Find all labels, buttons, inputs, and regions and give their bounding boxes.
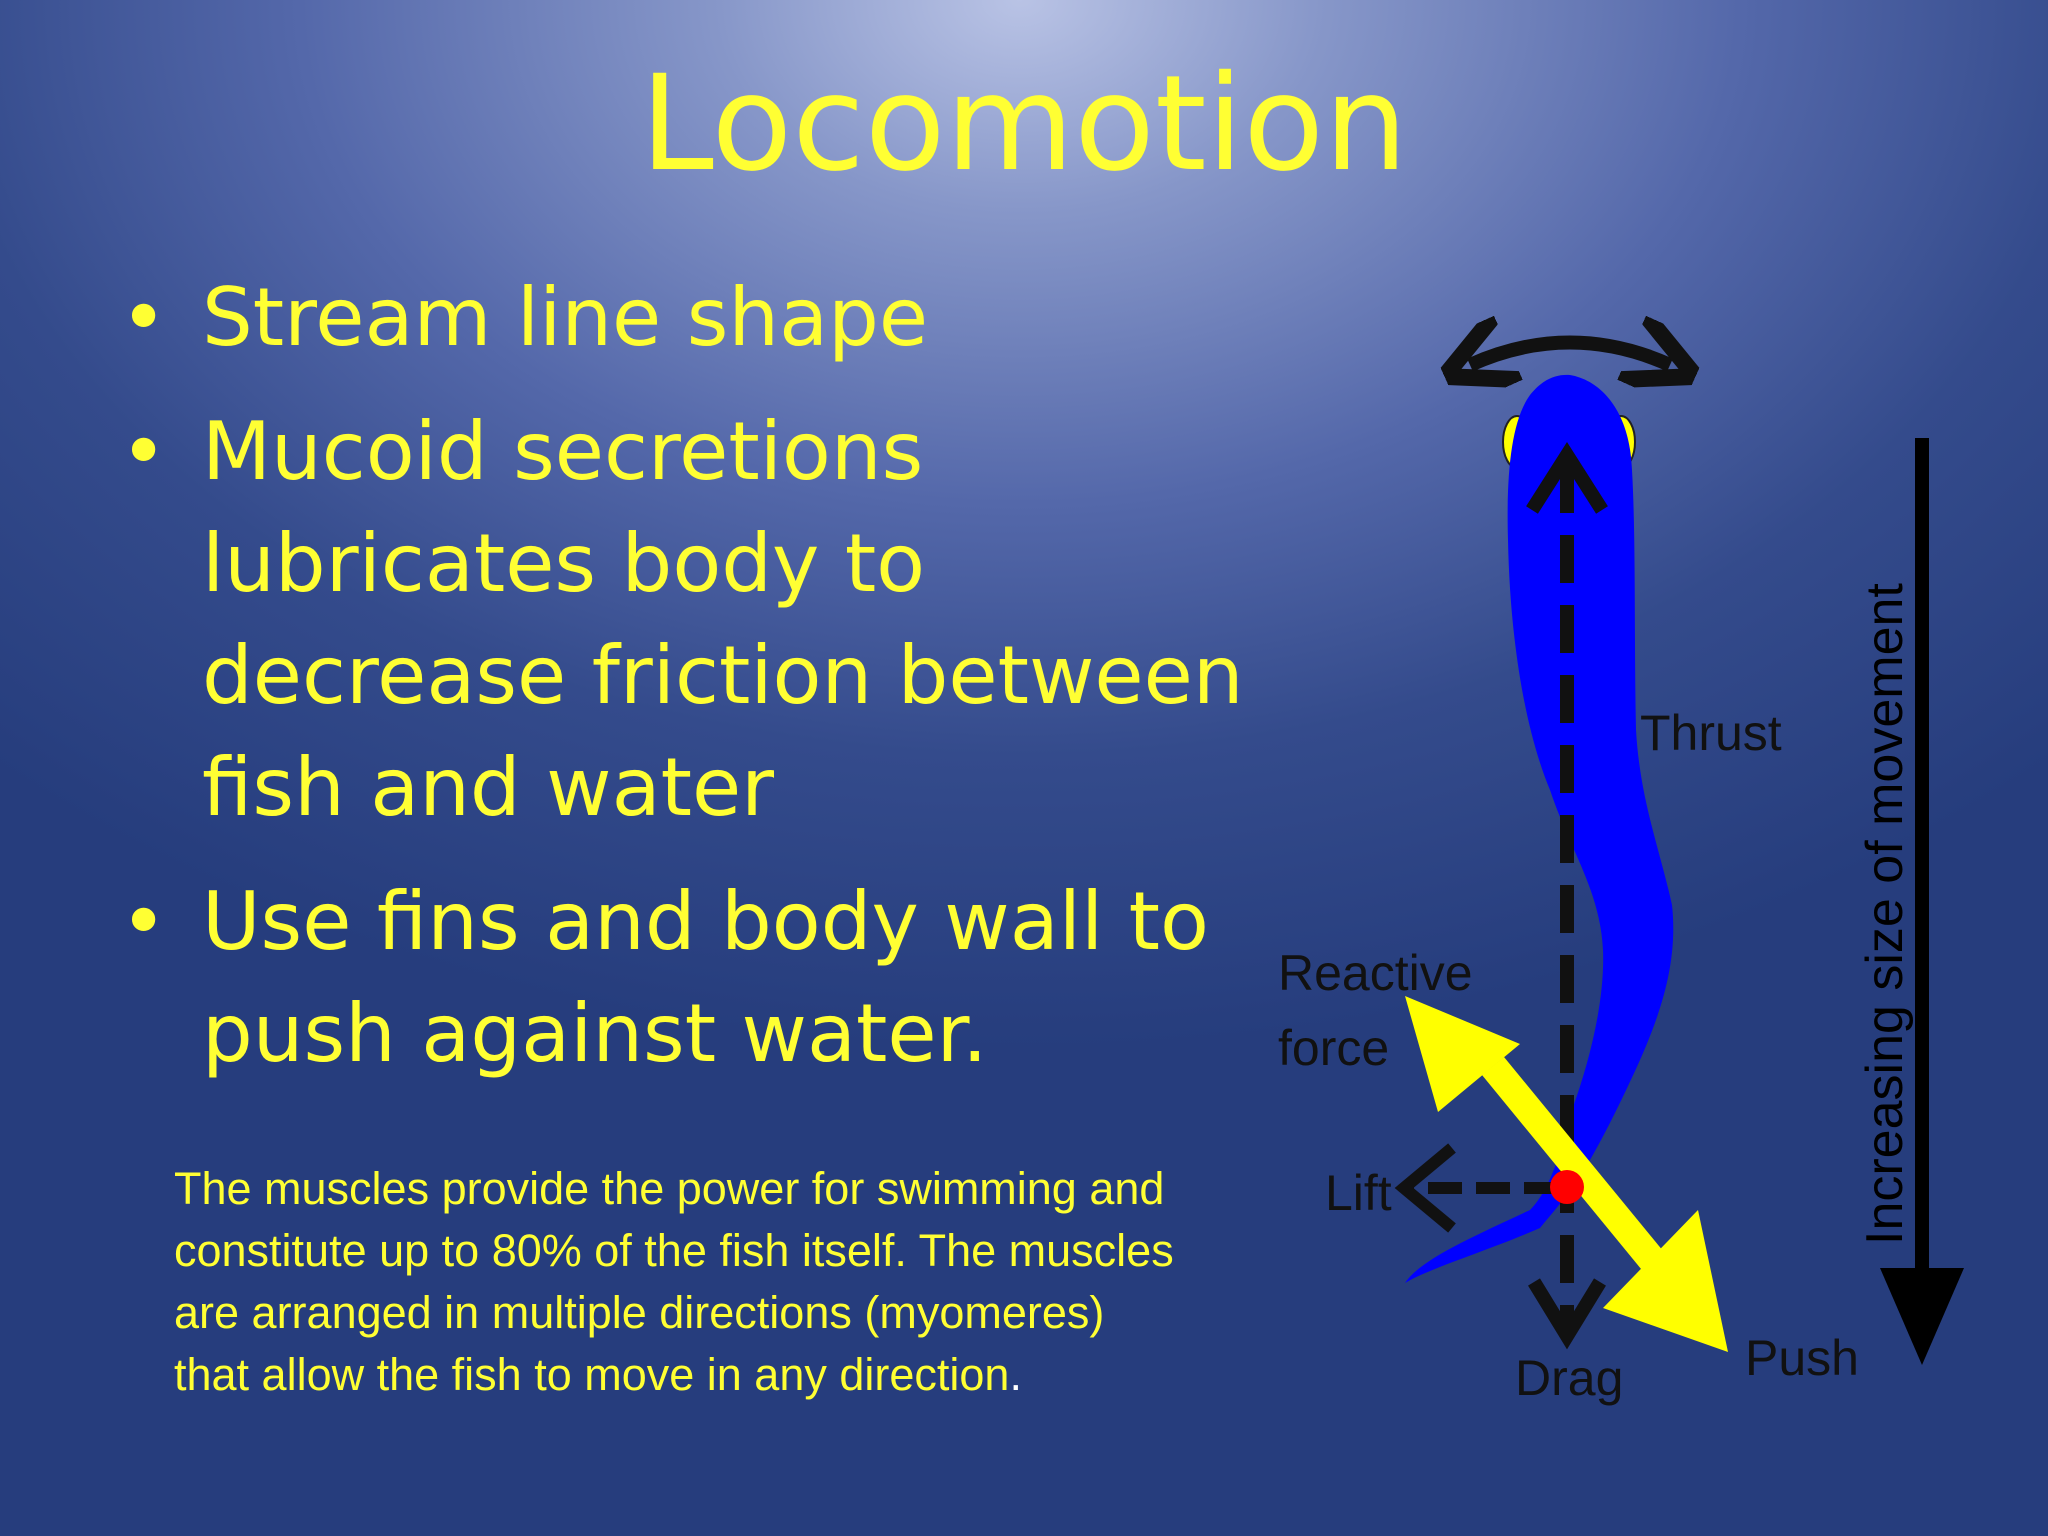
bullet-text: Mucoid secretions lubricates body to dec… [202,405,1244,834]
bullet-item: • Stream line shape [120,262,1260,374]
push-label: Push [1745,1330,1859,1386]
thrust-label: Thrust [1640,705,1782,761]
slide-title: Locomotion [640,47,1408,201]
caption-text: The muscles provide the power for swimmi… [174,1163,1174,1400]
reactive-force-label: Reactive [1278,945,1473,1001]
bullet-item: • Use fins and body wall to push against … [120,866,1260,1090]
bullet-text: Use fins and body wall to push against w… [202,875,1209,1080]
bullet-dot: • [120,875,168,968]
bullet-text: Stream line shape [202,271,929,364]
lift-label: Lift [1325,1165,1392,1221]
caption-period: . [1009,1349,1022,1400]
bullet-list: • Stream line shape • Mucoid secretions lu… [120,262,1260,1112]
thrust-arrowhead-icon [1526,441,1608,514]
reactive-force-arrow [1482,1057,1677,1286]
swing-arrow-icon [1470,343,1670,366]
reactive-force-arrowhead-icon [1405,996,1520,1112]
pivot-point [1550,1170,1584,1204]
drag-label: Drag [1515,1350,1623,1406]
reactive-force-label-line2: force [1278,1020,1389,1076]
fish-body [1405,374,1674,1284]
lift-arrowhead-icon [1394,1143,1456,1233]
bullet-dot: • [120,405,168,498]
bullet-item: • Mucoid secretions lubricates body to de… [120,396,1260,844]
push-arrowhead-icon [1603,1210,1728,1352]
drag-arrowhead-icon [1528,1278,1606,1350]
bullet-dot: • [120,271,168,364]
movement-axis-label: Increasing size of movement [1856,583,1914,1245]
movement-axis-arrowhead-icon [1880,1268,1964,1365]
caption-paragraph: The muscles provide the power for swimmi… [174,1158,1174,1406]
